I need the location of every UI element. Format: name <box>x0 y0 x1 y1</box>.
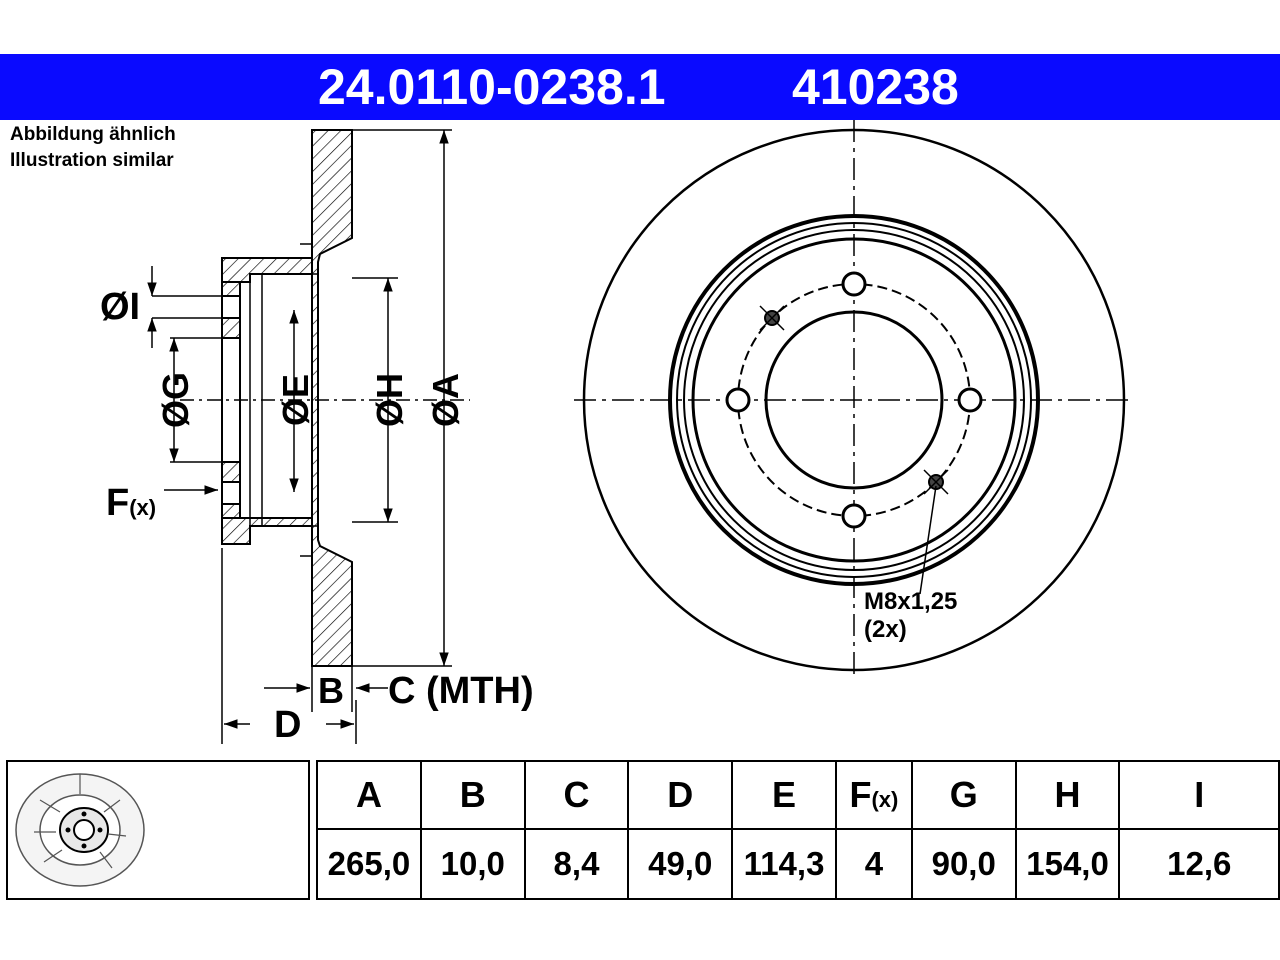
spec-value-C: 8,4 <box>523 828 630 900</box>
spec-value-G: 90,0 <box>910 828 1017 900</box>
spec-header-C: C <box>523 760 630 830</box>
spec-header-B: B <box>419 760 526 830</box>
illustration-note-en: Illustration similar <box>10 150 174 171</box>
spec-header-row: A B C D E F(x) G H I <box>316 760 1280 830</box>
thumbnail-frame <box>6 760 310 900</box>
dim-label-A: ØA <box>425 373 466 427</box>
section-dimensions <box>147 129 470 744</box>
spec-header-A: A <box>316 760 422 830</box>
section-view <box>221 129 353 667</box>
spec-value-E: 114,3 <box>731 828 837 900</box>
spec-header-F: F(x) <box>834 760 913 830</box>
spec-value-A: 265,0 <box>316 828 422 900</box>
reference-number: 410238 <box>792 59 959 115</box>
dim-label-I: ØI <box>100 286 141 328</box>
spec-header-H: H <box>1014 760 1121 830</box>
dim-label-F: F(x) <box>106 482 157 524</box>
thread-label: M8x1,25 <box>864 588 958 615</box>
spec-value-H: 154,0 <box>1014 828 1121 900</box>
spec-value-B: 10,0 <box>419 828 526 900</box>
dim-label-H: ØH <box>369 373 410 427</box>
front-view <box>574 120 1134 680</box>
thread-count: (2x) <box>864 616 907 643</box>
spec-value-F: 4 <box>834 828 913 900</box>
spec-header-G: G <box>910 760 1017 830</box>
spec-value-row: 265,0 10,0 8,4 49,0 114,3 4 90,0 154,0 1… <box>316 828 1280 900</box>
spec-table: A B C D E F(x) G H I 265,0 10,0 8,4 49,0… <box>316 760 1280 900</box>
dim-label-C: C (MTH) <box>388 670 534 712</box>
illustration-note-de: Abbildung ähnlich <box>10 124 176 145</box>
dim-label-D: D <box>274 704 302 746</box>
dim-label-B: B <box>318 670 344 711</box>
spec-value-I: 12,6 <box>1118 828 1280 900</box>
brake-disc-icon <box>15 773 145 887</box>
part-number: 24.0110-0238.1 <box>318 59 666 115</box>
spec-header-I: I <box>1118 760 1280 830</box>
spec-header-E: E <box>731 760 837 830</box>
spec-header-D: D <box>627 760 734 830</box>
header-banner <box>0 54 1280 120</box>
dim-label-G: ØG <box>155 371 196 429</box>
dim-label-E: ØE <box>275 373 316 427</box>
spec-value-D: 49,0 <box>627 828 734 900</box>
